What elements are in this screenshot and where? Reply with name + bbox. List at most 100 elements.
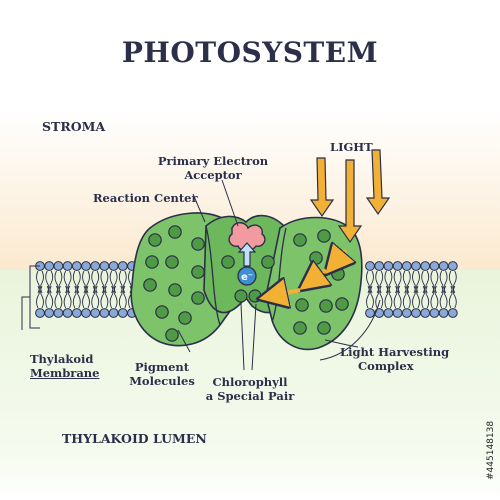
lipid-head [99,261,110,271]
lipid-tail [82,285,86,309]
lipid-head [401,308,412,318]
pigment-molecule [261,255,275,269]
thylakoid-membrane-label: Thylakoid Membrane [30,352,110,380]
pigment-molecule [165,255,179,269]
lipid-head [420,261,431,271]
lipid-tail [122,285,127,309]
pigment-molecule [335,297,349,311]
lipid-head [53,261,64,271]
stroma-label: STROMA [42,119,106,134]
lipid-tail [439,285,444,309]
lipid-head [383,308,394,318]
lipid-head [53,308,64,318]
thylakoid-line1: Thylakoid [30,352,94,366]
lipid-head [90,308,101,318]
energy-transfer-arrows [272,250,346,296]
lipid-head [99,308,110,318]
lipid-head [81,261,91,271]
lipid-tail [67,285,72,309]
special-pair-right [248,289,262,303]
lipid-tail [425,285,430,309]
lipid-head [447,261,458,271]
lipid-tail [366,285,370,309]
pigment-molecule [317,321,331,335]
lipid-tail [58,285,63,309]
light-arrows [309,149,391,244]
lipid-tail [113,285,118,309]
lipid-head [71,308,82,318]
lipid-head [392,308,403,318]
pigment-molecule [191,291,205,305]
lipid-tail [452,285,457,309]
lipid-tail [434,285,439,309]
lipid-tail [397,285,402,309]
lipid-head [420,308,431,318]
light-harvesting-complex-label: Light Harvesting Complex [340,345,460,373]
lipid-head [35,308,45,318]
pigment-molecule [145,255,159,269]
lipid-tail [104,285,109,309]
lipid-head [44,261,55,271]
lipid-tail [118,285,123,309]
lipid-tail [100,285,105,309]
lipid-head [401,261,412,271]
lipid-tail [63,285,68,309]
pigment-molecule [221,255,235,269]
lipid-tail [109,285,114,309]
lipid-tail [72,285,77,309]
lipid-head [438,261,449,271]
primary-electron-acceptor [228,222,266,252]
lipid-head [81,308,91,318]
lipid-tail [86,285,90,309]
lipid-tail [45,285,50,309]
lipid-tail [91,285,96,309]
lipid-head [411,308,421,318]
pigment-molecule [319,299,333,313]
light-arrow-2 [337,159,363,244]
lobe-divider-left [205,225,221,326]
lipid-head [392,261,403,271]
light-label: LIGHT [330,140,373,154]
pigment-molecule [295,298,309,312]
lipid-tail [384,285,389,309]
lipid-tail [40,285,44,309]
electron-label: e⁻ [241,272,253,283]
pigment-molecule [191,237,205,251]
lipid-tail [370,285,374,309]
stock-id-watermark: #445148138 [486,420,496,480]
lipid-head [62,308,73,318]
chlorophyll-line2: a Special Pair [205,389,295,403]
lipid-tail [375,285,380,309]
lipid-tail [379,285,384,309]
electron-transfer-arrow [237,242,257,267]
lipid-tail [406,285,411,309]
special-pair-left [234,289,248,303]
lipid-bilayer-right [365,261,458,318]
lipid-tail [95,285,100,309]
reaction-center-label: Reaction Center [93,191,198,205]
pigment-line2: Molecules [129,374,195,388]
lipid-tail [416,285,420,309]
thylakoid-lumen-label: THYLAKOID LUMEN [62,431,207,446]
lipid-bilayer-left [35,261,147,318]
lipid-head [429,261,440,271]
harvesting-line1: Light Harvesting [340,345,450,359]
lipid-head [411,261,421,271]
lipid-tail [412,285,416,309]
lipid-tail [54,285,59,309]
lipid-head [374,308,385,318]
lipid-tail [421,285,426,309]
lipid-tail [49,285,54,309]
lipid-head [447,308,458,318]
pigment-molecule [293,321,307,335]
pigment-molecule [293,233,307,247]
lipid-head [44,308,55,318]
lipid-head [383,261,394,271]
leader-lines [21,179,381,371]
lipid-head [108,308,119,318]
lipid-tail [388,285,393,309]
pigment-molecule [143,278,157,292]
primary-acceptor-line1: Primary Electron [157,154,269,168]
